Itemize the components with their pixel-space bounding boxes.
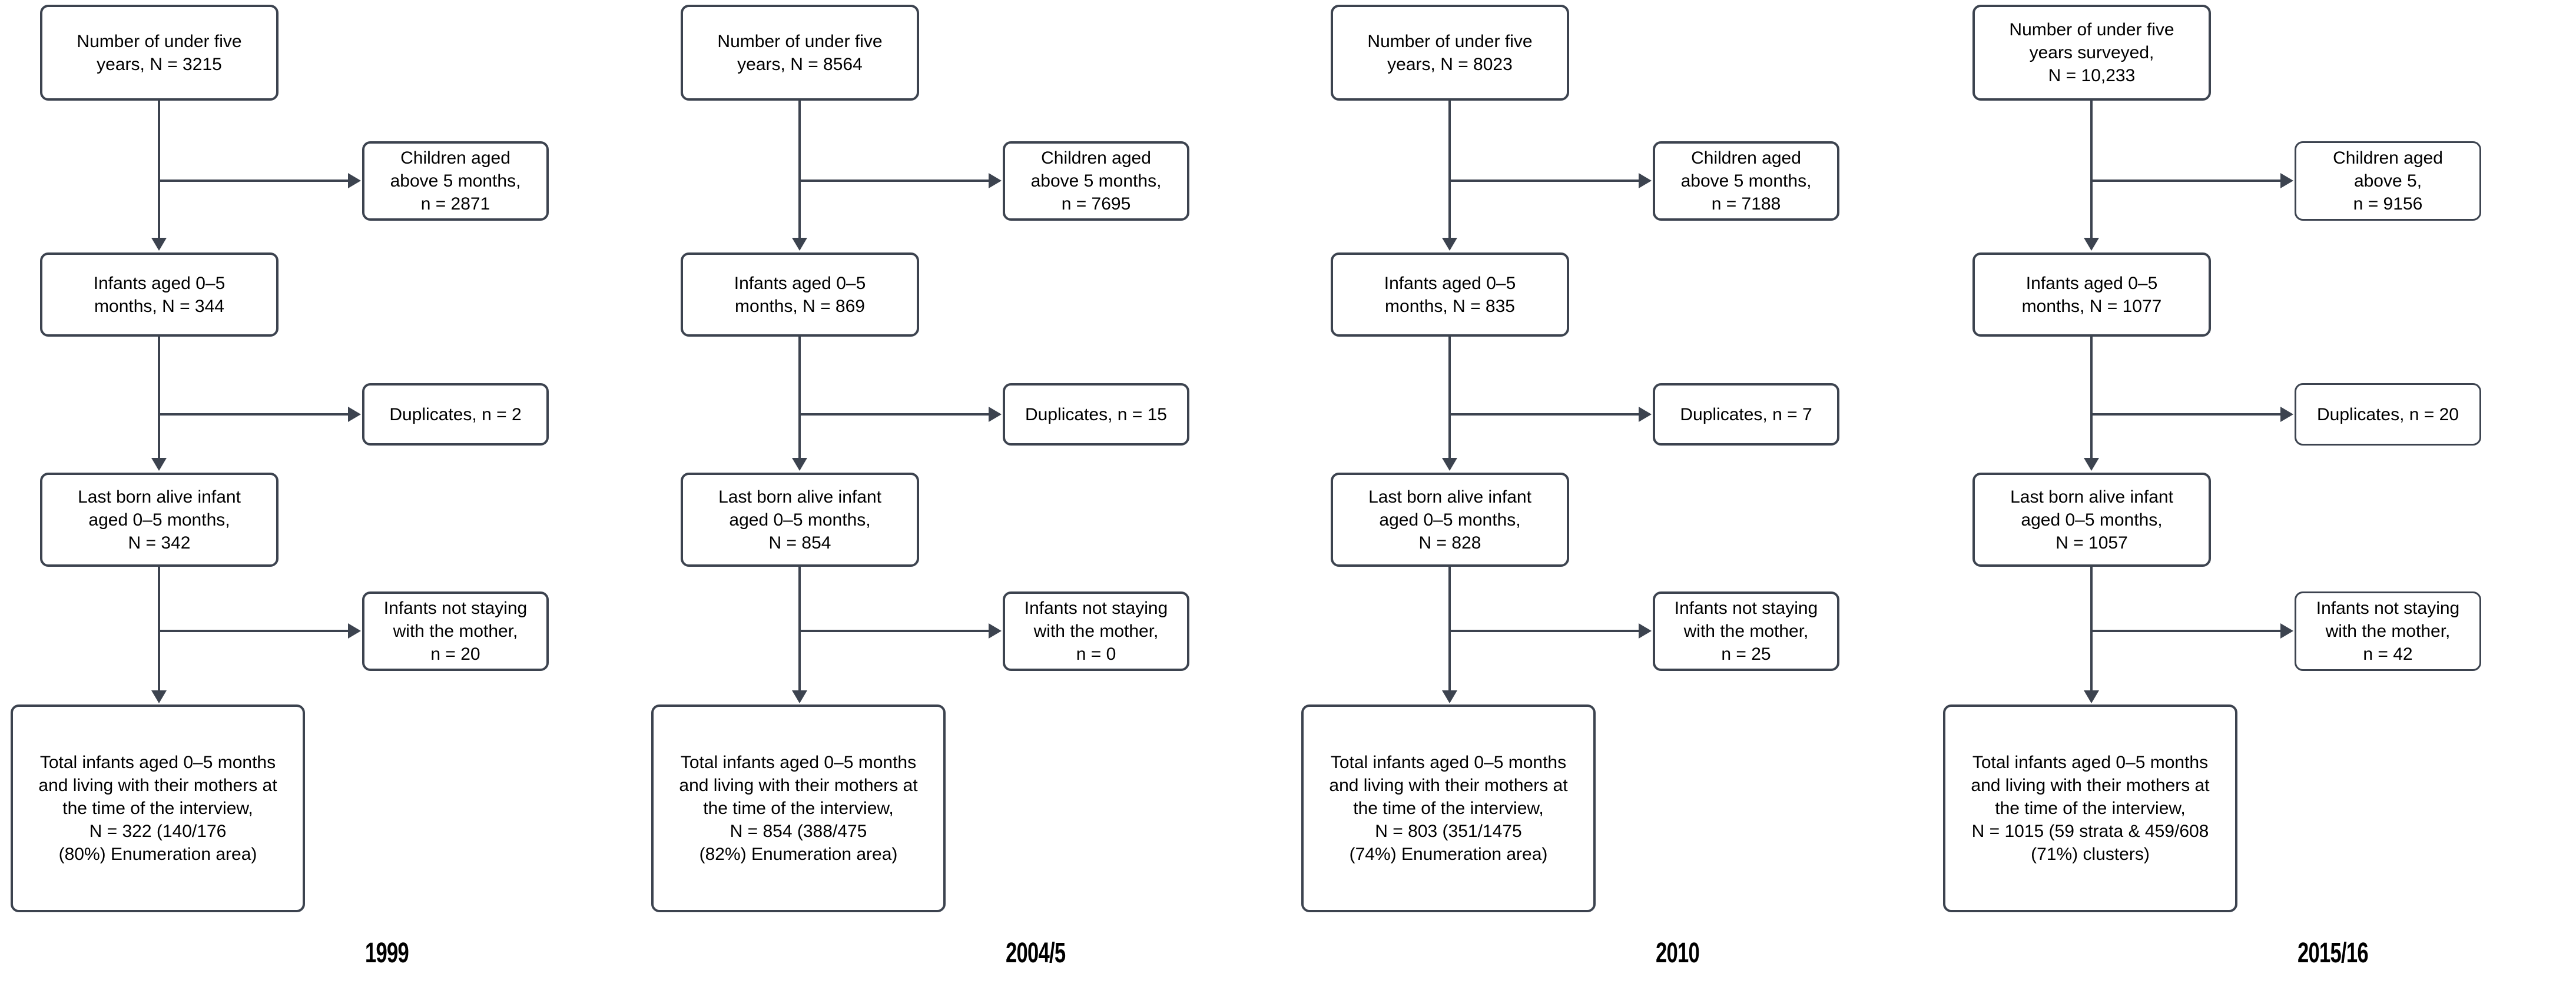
connector-vertical-top bbox=[2090, 101, 2093, 239]
connector-vertical-mid bbox=[158, 337, 160, 459]
node-infants-0-5: Infants aged 0–5 months, N = 835 bbox=[1331, 252, 1569, 337]
node-total-included: Total infants aged 0–5 months and living… bbox=[1301, 704, 1596, 912]
connector-vertical-top bbox=[1448, 101, 1451, 239]
node-total-under-five: Number of under five years, N = 3215 bbox=[40, 5, 279, 101]
arrowhead-right-duplicates bbox=[989, 407, 1002, 422]
connector-horizontal-not-staying bbox=[800, 630, 990, 632]
node-excluded-children: Children aged above 5 months, n = 7695 bbox=[1003, 141, 1189, 221]
connector-vertical-bottom bbox=[2090, 567, 2093, 692]
node-total-under-five: Number of under five years, N = 8564 bbox=[681, 5, 919, 101]
connector-horizontal-duplicates bbox=[1450, 413, 1640, 416]
arrowhead-down-mid bbox=[1442, 458, 1457, 471]
node-total-included: Total infants aged 0–5 months and living… bbox=[1943, 704, 2237, 912]
arrowhead-right-not-staying bbox=[2280, 623, 2293, 639]
connector-horizontal-excluded-children bbox=[159, 180, 349, 182]
connector-vertical-bottom bbox=[158, 567, 160, 692]
node-not-staying: Infants not staying with the mother, n =… bbox=[1653, 591, 1839, 671]
node-last-born: Last born alive infant aged 0–5 months, … bbox=[1331, 473, 1569, 567]
arrowhead-down-top bbox=[151, 238, 167, 251]
node-infants-0-5: Infants aged 0–5 months, N = 344 bbox=[40, 252, 279, 337]
connector-vertical-top bbox=[798, 101, 801, 239]
node-total-under-five: Number of under five years, N = 8023 bbox=[1331, 5, 1569, 101]
node-duplicates: Duplicates, n = 20 bbox=[2295, 383, 2481, 446]
connector-vertical-mid bbox=[2090, 337, 2093, 459]
arrowhead-down-bottom bbox=[2084, 690, 2099, 703]
connector-vertical-bottom bbox=[798, 567, 801, 692]
year-label: 2015/16 bbox=[2297, 938, 2369, 969]
arrowhead-right-duplicates bbox=[348, 407, 361, 422]
arrowhead-down-mid bbox=[151, 458, 167, 471]
node-last-born: Last born alive infant aged 0–5 months, … bbox=[681, 473, 919, 567]
node-duplicates: Duplicates, n = 7 bbox=[1653, 383, 1839, 446]
node-not-staying: Infants not staying with the mother, n =… bbox=[1003, 591, 1189, 671]
connector-vertical-bottom bbox=[1448, 567, 1451, 692]
survey-column-2015-16: Number of under five years surveyed, N =… bbox=[1932, 0, 2576, 997]
connector-horizontal-duplicates bbox=[159, 413, 349, 416]
arrowhead-down-top bbox=[1442, 238, 1457, 251]
connector-horizontal-excluded-children bbox=[800, 180, 990, 182]
arrowhead-right-excluded-children bbox=[989, 173, 1002, 188]
node-excluded-children: Children aged above 5 months, n = 2871 bbox=[362, 141, 549, 221]
node-infants-0-5: Infants aged 0–5 months, N = 1077 bbox=[1972, 252, 2211, 337]
arrowhead-right-duplicates bbox=[1639, 407, 1652, 422]
node-excluded-children: Children aged above 5, n = 9156 bbox=[2295, 141, 2481, 221]
arrowhead-down-bottom bbox=[792, 690, 807, 703]
arrowhead-right-not-staying bbox=[348, 623, 361, 639]
arrowhead-down-mid bbox=[792, 458, 807, 471]
connector-horizontal-duplicates bbox=[800, 413, 990, 416]
year-label: 1999 bbox=[365, 938, 409, 969]
survey-column-2010: Number of under five years, N = 8023 Chi… bbox=[1291, 0, 1934, 997]
connector-horizontal-excluded-children bbox=[1450, 180, 1640, 182]
connector-horizontal-duplicates bbox=[2091, 413, 2282, 416]
connector-horizontal-not-staying bbox=[159, 630, 349, 632]
arrowhead-down-bottom bbox=[151, 690, 167, 703]
arrowhead-down-top bbox=[2084, 238, 2099, 251]
arrowhead-down-mid bbox=[2084, 458, 2099, 471]
node-total-under-five: Number of under five years surveyed, N =… bbox=[1972, 5, 2211, 101]
node-excluded-children: Children aged above 5 months, n = 7188 bbox=[1653, 141, 1839, 221]
arrowhead-down-bottom bbox=[1442, 690, 1457, 703]
arrowhead-right-excluded-children bbox=[2280, 173, 2293, 188]
connector-horizontal-excluded-children bbox=[2091, 180, 2282, 182]
node-last-born: Last born alive infant aged 0–5 months, … bbox=[1972, 473, 2211, 567]
arrowhead-right-not-staying bbox=[1639, 623, 1652, 639]
node-last-born: Last born alive infant aged 0–5 months, … bbox=[40, 473, 279, 567]
arrowhead-down-top bbox=[792, 238, 807, 251]
arrowhead-right-excluded-children bbox=[348, 173, 361, 188]
arrowhead-right-not-staying bbox=[989, 623, 1002, 639]
node-duplicates: Duplicates, n = 2 bbox=[362, 383, 549, 446]
connector-vertical-mid bbox=[1448, 337, 1451, 459]
connector-vertical-top bbox=[158, 101, 160, 239]
node-total-included: Total infants aged 0–5 months and living… bbox=[651, 704, 946, 912]
year-label: 2010 bbox=[1656, 938, 1700, 969]
connector-vertical-mid bbox=[798, 337, 801, 459]
node-infants-0-5: Infants aged 0–5 months, N = 869 bbox=[681, 252, 919, 337]
survey-column-2004-5: Number of under five years, N = 8564 Chi… bbox=[641, 0, 1284, 997]
node-not-staying: Infants not staying with the mother, n =… bbox=[2295, 591, 2481, 671]
arrowhead-right-excluded-children bbox=[1639, 173, 1652, 188]
node-total-included: Total infants aged 0–5 months and living… bbox=[11, 704, 305, 912]
connector-horizontal-not-staying bbox=[1450, 630, 1640, 632]
node-duplicates: Duplicates, n = 15 bbox=[1003, 383, 1189, 446]
node-not-staying: Infants not staying with the mother, n =… bbox=[362, 591, 549, 671]
year-label: 2004/5 bbox=[1006, 938, 1066, 969]
survey-column-1999: Number of under five years, N = 3215 Chi… bbox=[0, 0, 644, 997]
arrowhead-right-duplicates bbox=[2280, 407, 2293, 422]
connector-horizontal-not-staying bbox=[2091, 630, 2282, 632]
